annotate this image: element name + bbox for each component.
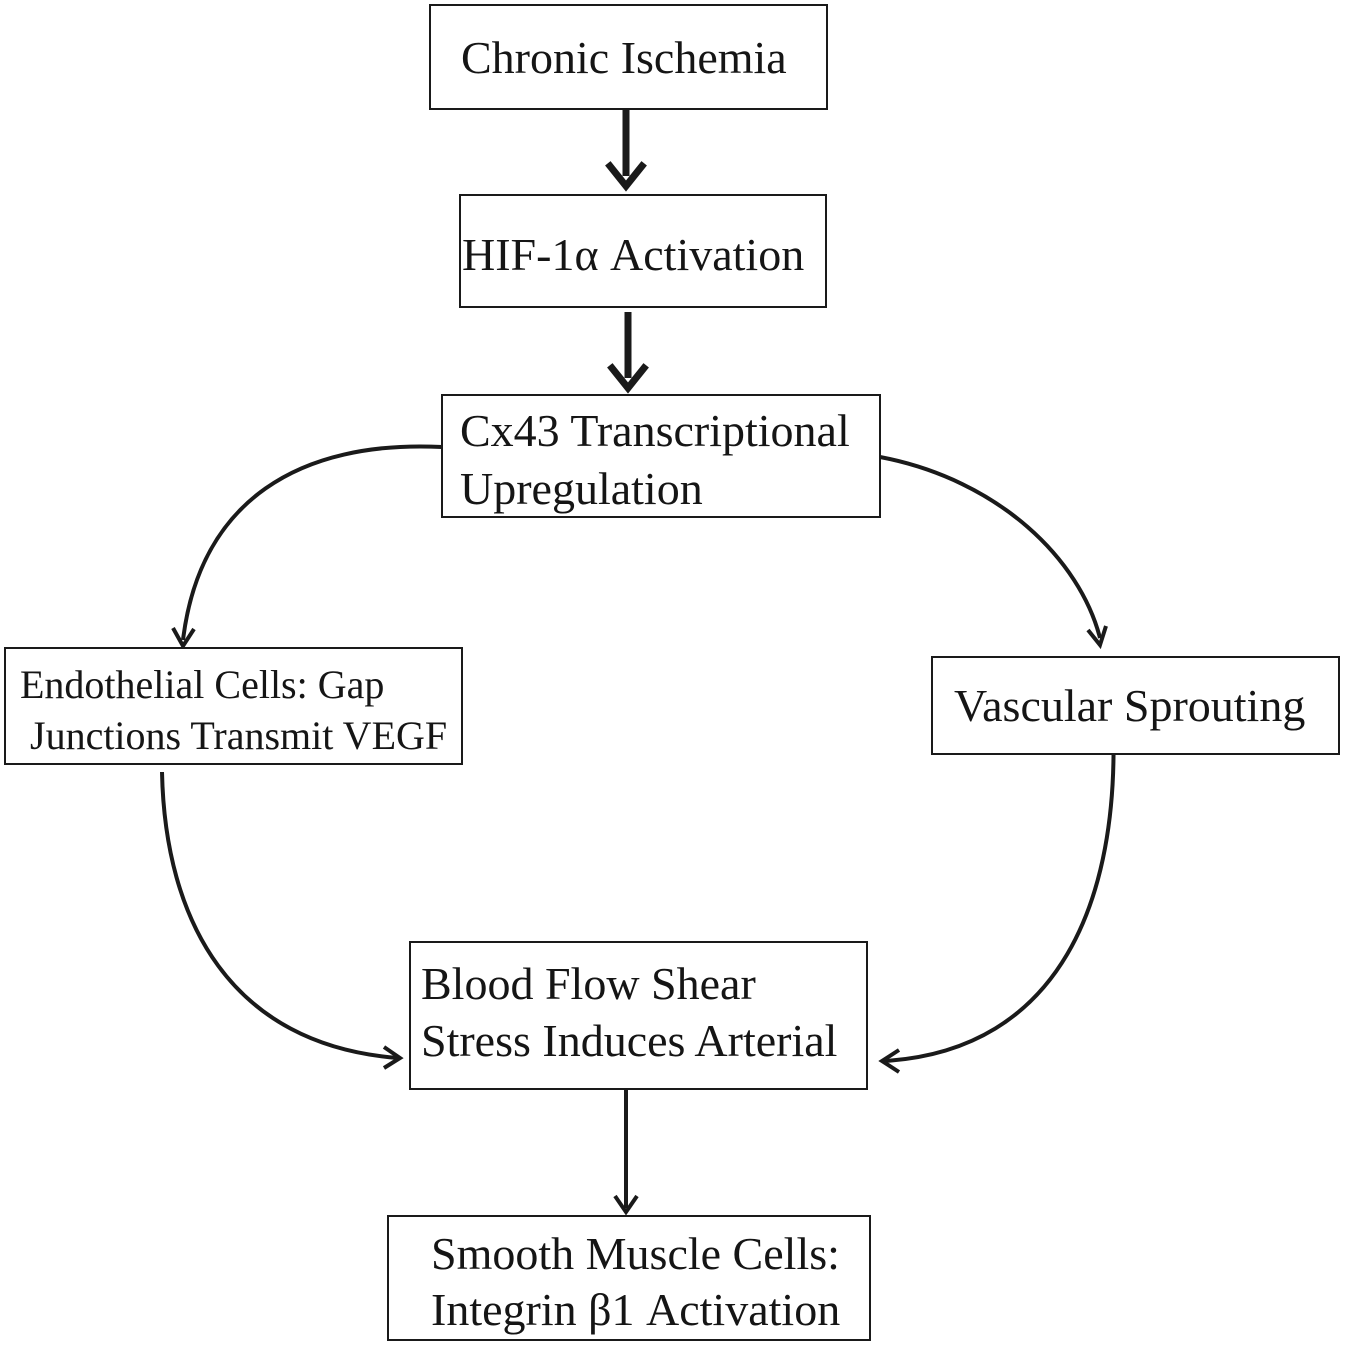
edge-sprouting-to-shear	[878, 721, 1116, 1074]
node-chronic-ischemia: Chronic Ischemia	[429, 4, 828, 110]
node-cx43-line1: Cx43 Transcriptional	[460, 405, 850, 456]
node-cx43-line2: Upregulation	[460, 463, 703, 514]
node-hif-activation-label: HIF-1α Activation	[462, 229, 805, 280]
edge-cx43-to-sprouting	[879, 455, 1108, 650]
edge-shear-to-smooth-muscle	[613, 1089, 639, 1216]
node-smooth-muscle-cells: Smooth Muscle Cells: Integrin β1 Activat…	[387, 1215, 871, 1341]
node-shear-stress: Blood Flow Shear Stress Induces Arterial	[409, 941, 868, 1090]
node-vascular-sprouting: Vascular Sprouting	[931, 656, 1340, 755]
node-shear-line1: Blood Flow Shear	[421, 958, 756, 1009]
node-endothelial-line2: Junctions Transmit VEGF	[20, 713, 448, 758]
edge-cx43-to-endothelial	[171, 444, 443, 650]
edge-hif-to-cx43	[607, 312, 649, 394]
node-smooth-muscle-line2: Integrin β1 Activation	[431, 1284, 841, 1335]
node-cx43-upregulation: Cx43 Transcriptional Upregulation	[441, 394, 881, 518]
node-endothelial-cells: Endothelial Cells: Gap Junctions Transmi…	[4, 647, 463, 765]
node-endothelial-line1: Endothelial Cells: Gap	[20, 662, 385, 707]
edge-ischemia-to-hif	[605, 110, 647, 192]
edge-endothelial-to-shear	[160, 771, 404, 1070]
node-shear-line2: Stress Induces Arterial	[421, 1015, 838, 1066]
node-chronic-ischemia-label: Chronic Ischemia	[461, 32, 787, 83]
node-vascular-sprouting-label: Vascular Sprouting	[954, 680, 1306, 731]
node-hif-activation: HIF-1α Activation	[459, 194, 827, 308]
node-smooth-muscle-line1: Smooth Muscle Cells:	[431, 1228, 840, 1279]
